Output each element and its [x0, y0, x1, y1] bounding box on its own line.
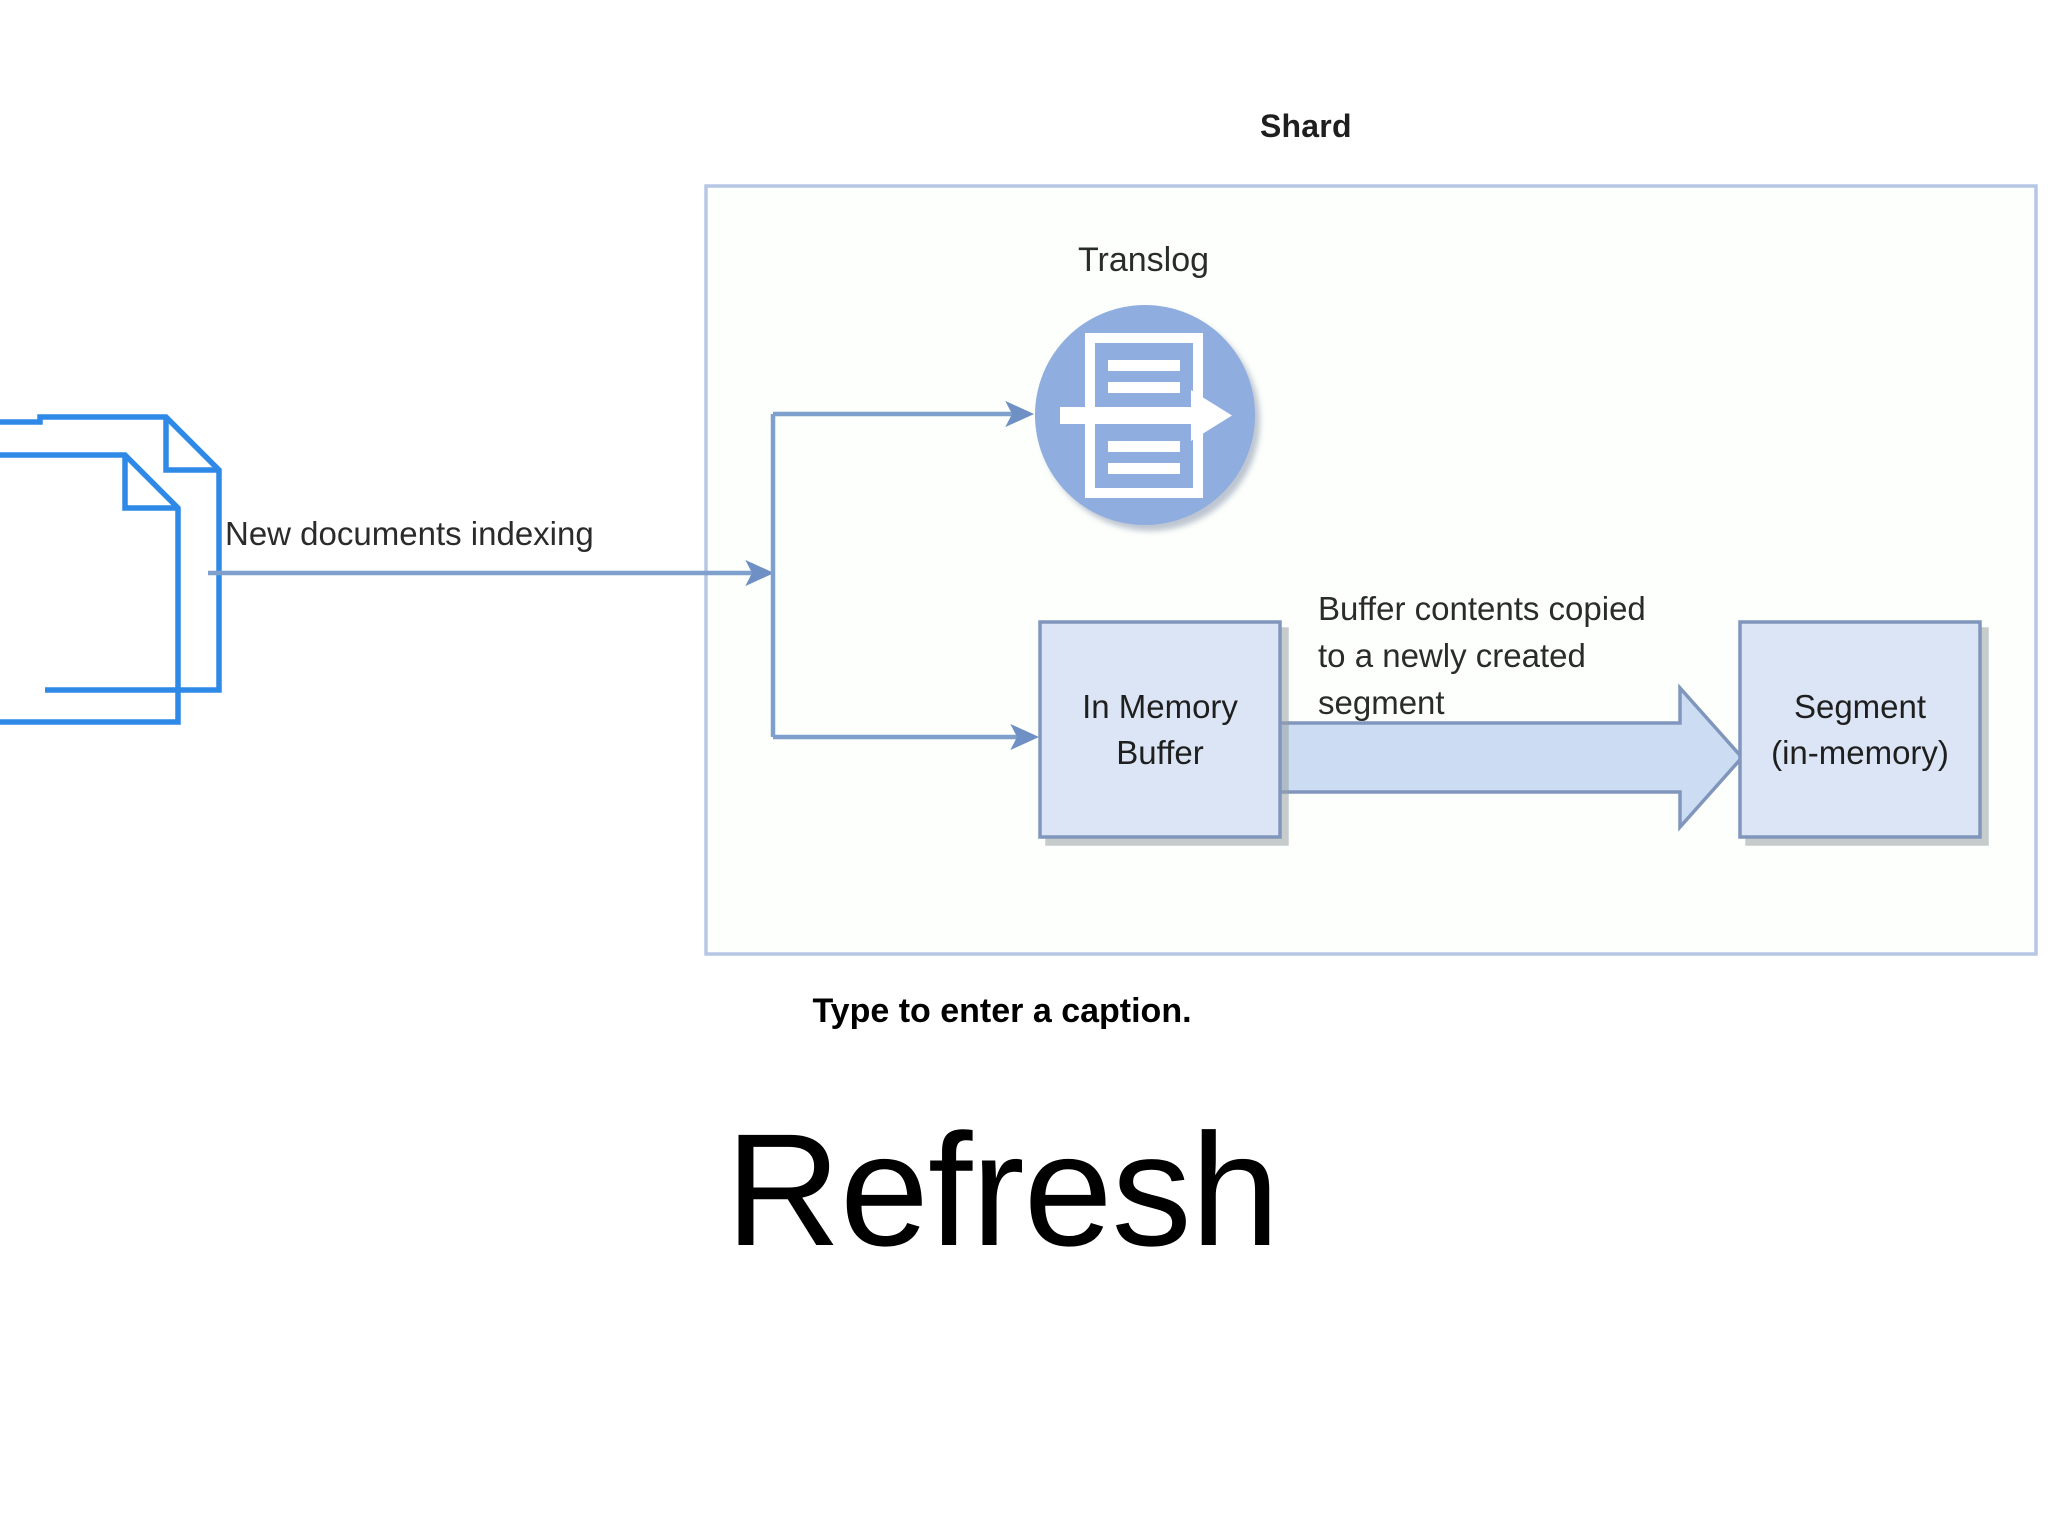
page-title: Refresh [0, 1098, 2048, 1282]
page-title-text: Refresh [725, 1100, 1279, 1279]
copy-block-arrow [1276, 683, 1745, 832]
in-memory-buffer-box[interactable] [1038, 620, 1282, 839]
translog-label: Translog [1078, 241, 1210, 279]
caption-placeholder[interactable]: Type to enter a caption. [0, 992, 2048, 1031]
buffer-copy-label: Buffer contents copied to a newly create… [1318, 590, 1646, 721]
caption-text: Type to enter a caption. [812, 992, 1192, 1030]
segment-box[interactable] [1738, 620, 1982, 839]
new-documents-indexing-label: New documents indexing [225, 515, 594, 552]
branch-connector [770, 400, 1040, 751]
documents-stack-icon [0, 414, 222, 725]
translog-glyph [1060, 333, 1232, 498]
shard-title: Shard [1260, 108, 1352, 144]
shard-container [704, 184, 2038, 956]
